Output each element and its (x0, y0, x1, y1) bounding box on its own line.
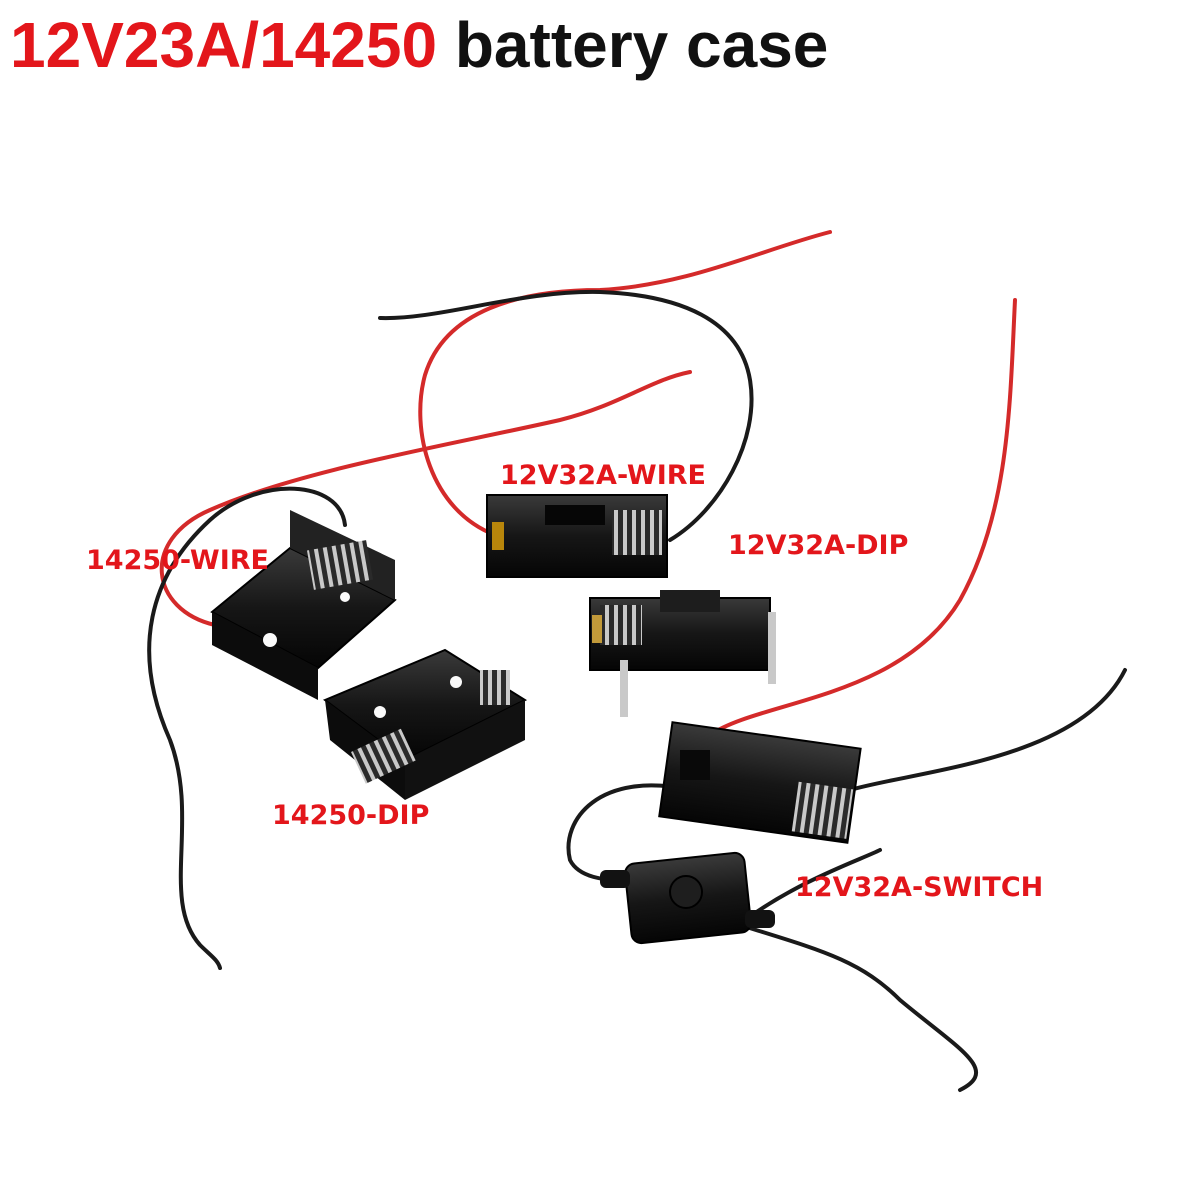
black-wire-12v32a (378, 289, 754, 542)
product-title: 12V23A/14250 battery case (10, 0, 828, 90)
label-12v32a-wire: 12V32A-WIRE (500, 460, 706, 491)
holder-14250-wire (210, 510, 397, 700)
holder-14250-dip (323, 648, 528, 800)
holder-12v32a-dip (589, 590, 776, 717)
black-wire-switch-right (848, 668, 1127, 792)
holder-12v32a-switch (658, 721, 862, 844)
label-14250-dip: 14250-DIP (272, 800, 430, 831)
black-wire-switch-tail (743, 848, 882, 922)
inline-switch (600, 851, 775, 945)
label-14250-wire: 14250-WIRE (86, 545, 269, 576)
black-wire-14250 (147, 486, 347, 970)
title-model: 12V23A/14250 (10, 9, 438, 81)
title-text: battery case (454, 9, 829, 81)
holder-12v32a-wire (486, 494, 668, 578)
red-wire-14250 (159, 370, 692, 627)
red-wire-switch (708, 298, 1017, 737)
label-12v32a-dip: 12V32A-DIP (728, 530, 909, 561)
red-wire-12v32a (418, 230, 832, 537)
black-wire-switch-bottom (738, 923, 978, 1092)
label-12v32a-switch: 12V32A-SWITCH (795, 872, 1044, 903)
